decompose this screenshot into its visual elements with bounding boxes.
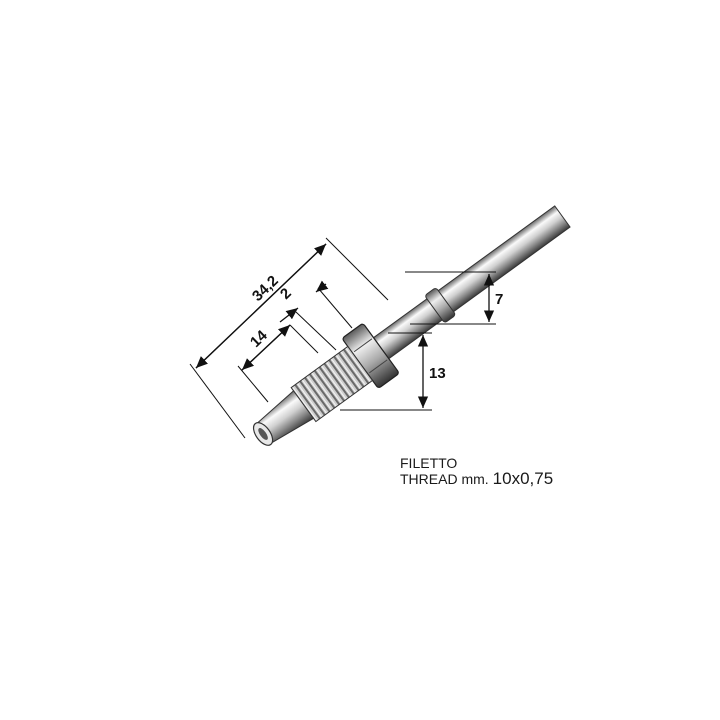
tube: [351, 205, 571, 375]
dim-tube-diameter: 7: [405, 271, 503, 325]
dim-nut-diameter-label: 13: [429, 365, 446, 382]
caption-thread-spec: 10x0,75: [492, 469, 554, 488]
dim-overall-label: 34,2: [249, 272, 282, 305]
dim-nut-diameter: 13: [340, 332, 446, 411]
sensor-part: [252, 205, 571, 446]
dim-thread-label: 14: [247, 327, 271, 351]
dim-tube-diameter-label: 7: [495, 291, 503, 308]
collar: [425, 288, 456, 323]
dim-gap: 2: [277, 280, 353, 351]
thread-caption: FILETTO THREAD mm.10x0,75: [400, 455, 553, 487]
tip-hole: [258, 428, 268, 440]
caption-thread-prefix: THREAD mm.: [400, 471, 489, 487]
dim-gap-label: 2: [277, 285, 295, 303]
caption-line-english: THREAD mm.10x0,75: [400, 469, 554, 488]
caption-line-italian: FILETTO: [400, 455, 458, 471]
